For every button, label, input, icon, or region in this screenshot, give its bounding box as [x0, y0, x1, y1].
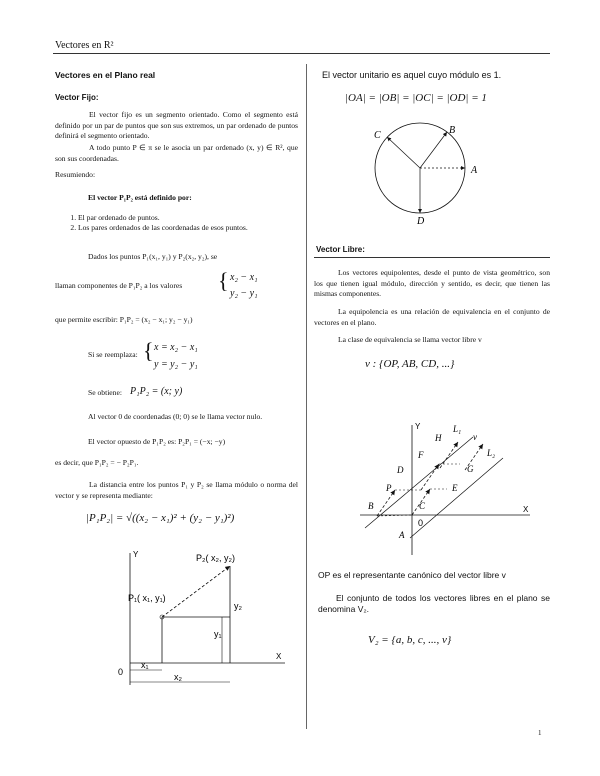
label-e: E — [451, 483, 458, 493]
p1-point — [159, 614, 165, 620]
replace-y: y = y₂ − y₁ — [154, 359, 198, 370]
page-number: 1 — [538, 729, 542, 737]
label-h: H — [434, 433, 442, 443]
given-points-line: Dados los puntos P₁(x₁, y₁) y P₂(x₂, y₂)… — [88, 252, 218, 261]
line-l1 — [364, 436, 474, 529]
vector-ef — [420, 463, 440, 491]
equivalence-paragraph: La equipolencia es una relación de equiv… — [314, 307, 550, 327]
circle-label-c: C — [374, 130, 381, 141]
x1-label: x₁ — [141, 660, 149, 670]
summary-title: El vector P₁P₂ está definido por: — [88, 193, 192, 202]
free-vector-rule — [314, 257, 550, 258]
equipollent-paragraph: Los vectores equipolentes, desde el punt… — [314, 268, 550, 298]
column-divider — [306, 64, 307, 729]
free-vector-set-formula: V₂ = {a, b, c, ..., v} — [368, 634, 452, 646]
y1-label: y₁ — [214, 629, 222, 639]
distance-paragraph: La distancia entre los puntos P₁ y P₂ se… — [55, 480, 298, 500]
vector-op — [411, 488, 431, 516]
page-header-title: Vectores en R² — [55, 40, 114, 51]
fig1-x-label: X — [276, 652, 282, 661]
fig2-origin-label: 0 — [418, 518, 423, 528]
vector-p1p2 — [161, 565, 231, 618]
p1-label: P₁( x₁, y₁) — [128, 593, 166, 603]
vector-gh — [439, 441, 459, 469]
unit-vector-formula: |OA| = |OB| = |OC| = |OD| = 1 — [345, 92, 487, 104]
free-vector-set-text: El conjunto de todos los vectores libres… — [318, 593, 550, 614]
replace-label: Si se reemplaza: — [88, 350, 138, 359]
vector-ab — [376, 489, 396, 517]
replace-x: x = x₂ − x₁ — [154, 342, 198, 353]
vector-v — [464, 443, 484, 471]
summary-item: El par ordenado de puntos. — [78, 213, 300, 223]
fixed-vector-heading: Vector Fijo: — [55, 93, 99, 102]
left-brace-icon: { — [218, 268, 229, 293]
label-f: F — [417, 450, 424, 460]
vector-oc — [386, 136, 421, 169]
section-title: Vectores en el Plano real — [55, 70, 156, 80]
fig1-origin-label: 0 — [118, 667, 123, 677]
coordinates-paragraph: A todo punto P ∈ π se le asocia un par o… — [55, 143, 298, 163]
equivalence-class-formula: v : {OP, AB, CD, ...} — [365, 358, 455, 370]
component-x: x₂ − x₁ — [230, 272, 258, 283]
components-line: llaman componentes de P₁P₂ a los valores — [55, 281, 183, 290]
fig2-y-label: Y — [415, 422, 421, 431]
component-y: y₂ − y₁ — [230, 288, 258, 299]
label-d: D — [396, 465, 404, 475]
free-vector-heading: Vector Libre: — [316, 245, 365, 254]
circle-label-d: D — [416, 216, 425, 225]
label-l2: L₂ — [486, 448, 495, 458]
p2-label: P₂( x₂, y₂) — [196, 553, 235, 563]
obtain-label: Se obtiene: — [88, 388, 122, 397]
norm-formula: |P₁P₂| = √((x₂ − x₁)² + (y₂ − y₁)²) — [86, 512, 235, 524]
canonical-representative-text: OP es el representante canónico del vect… — [318, 570, 506, 580]
left-brace-icon: { — [143, 338, 154, 363]
construction-line — [376, 514, 413, 517]
x2-label: x₂ — [174, 672, 183, 682]
label-c: C — [419, 501, 426, 511]
line-l2 — [409, 457, 504, 539]
unit-circle-figure: A B C D — [374, 122, 478, 225]
opposite-vector-line: El vector opuesto de P₁P₂ es: P₂P₁ = (−x… — [88, 437, 226, 446]
header-rule — [53, 53, 550, 54]
label-b: B — [368, 501, 374, 511]
label-v: v — [473, 432, 477, 442]
vector-ob — [419, 131, 448, 169]
circle-label-a: A — [470, 165, 478, 176]
circle-label-b: B — [449, 125, 455, 136]
label-g: G — [467, 464, 474, 474]
obtain-expression: P₁P₂ = (x; y) — [130, 386, 183, 397]
fixed-vector-paragraph: El vector fijo es un segmento orientado.… — [55, 110, 298, 140]
free-vector-class-line: La clase de equivalencia se llama vector… — [338, 335, 482, 344]
summary-label: Resumiendo: — [55, 170, 96, 179]
opposite-vector-line2: es decir, que P₁P₂ = − P₂P₁. — [55, 458, 139, 467]
vector-components-figure: Y X 0 P₁( x₁, y₁) P₂( x₂, y₂) x₁ x₂ y₂ y… — [118, 550, 285, 685]
free-vector-figure: Y X 0 A B C D E F G H L₁ L₂ P v — [360, 422, 530, 555]
summary-item: Los pares ordenados de las coordenadas d… — [78, 223, 300, 233]
unit-vector-definition: El vector unitario es aquel cuyo módulo … — [322, 70, 502, 80]
label-l1: L₁ — [452, 424, 461, 434]
label-p: P — [385, 483, 392, 493]
fig2-x-label: X — [523, 505, 529, 514]
label-a: A — [398, 530, 405, 540]
null-vector-line: Al vector 0 de coordenadas (0; 0) se le … — [88, 412, 263, 421]
summary-list: El par ordenado de puntos. Los pares ord… — [60, 213, 300, 233]
fig1-y-label: Y — [133, 550, 139, 559]
y2-label: y₂ — [234, 601, 243, 611]
write-line: que permite escribir: P₁P₂ = (x₂ − x₁; y… — [55, 315, 193, 324]
